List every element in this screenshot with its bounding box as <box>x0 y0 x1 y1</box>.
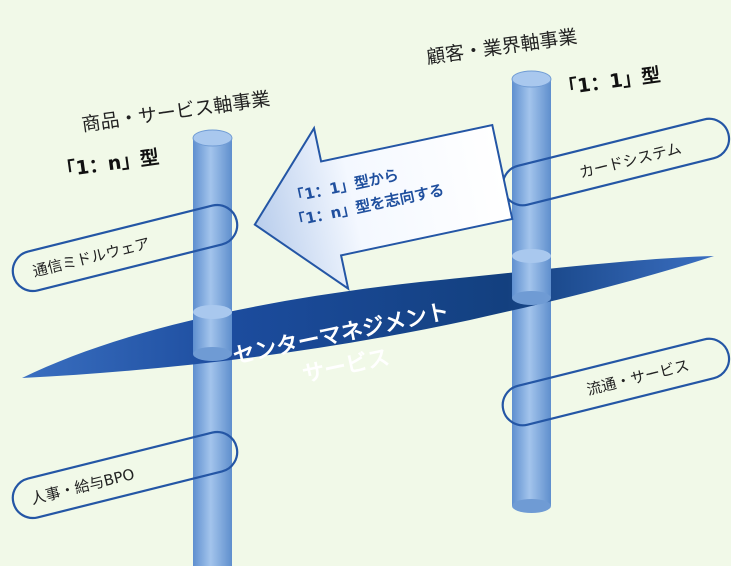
tag-jinji-label: 人事・給与BPO <box>29 465 136 508</box>
center-management-band: センターマネジメント サービス <box>22 256 714 388</box>
right-pillar-front <box>512 249 551 305</box>
right-axis-model: 「1：1」型 <box>557 63 662 100</box>
direction-arrow: 「1：1」型から 「1：n」型を志向する <box>253 123 514 291</box>
left-axis-model: 「1：n」型 <box>55 145 160 182</box>
tag-ryutsu-label: 流通・サービス <box>585 356 691 399</box>
tag-card-label: カードシステム <box>577 139 683 182</box>
right-axis-title: 顧客・業界軸事業 <box>425 26 579 69</box>
left-axis-title: 商品・サービス軸事業 <box>80 88 271 136</box>
tag-tsushin-label: 通信ミドルウェア <box>31 234 152 280</box>
left-pillar-front <box>193 305 232 361</box>
